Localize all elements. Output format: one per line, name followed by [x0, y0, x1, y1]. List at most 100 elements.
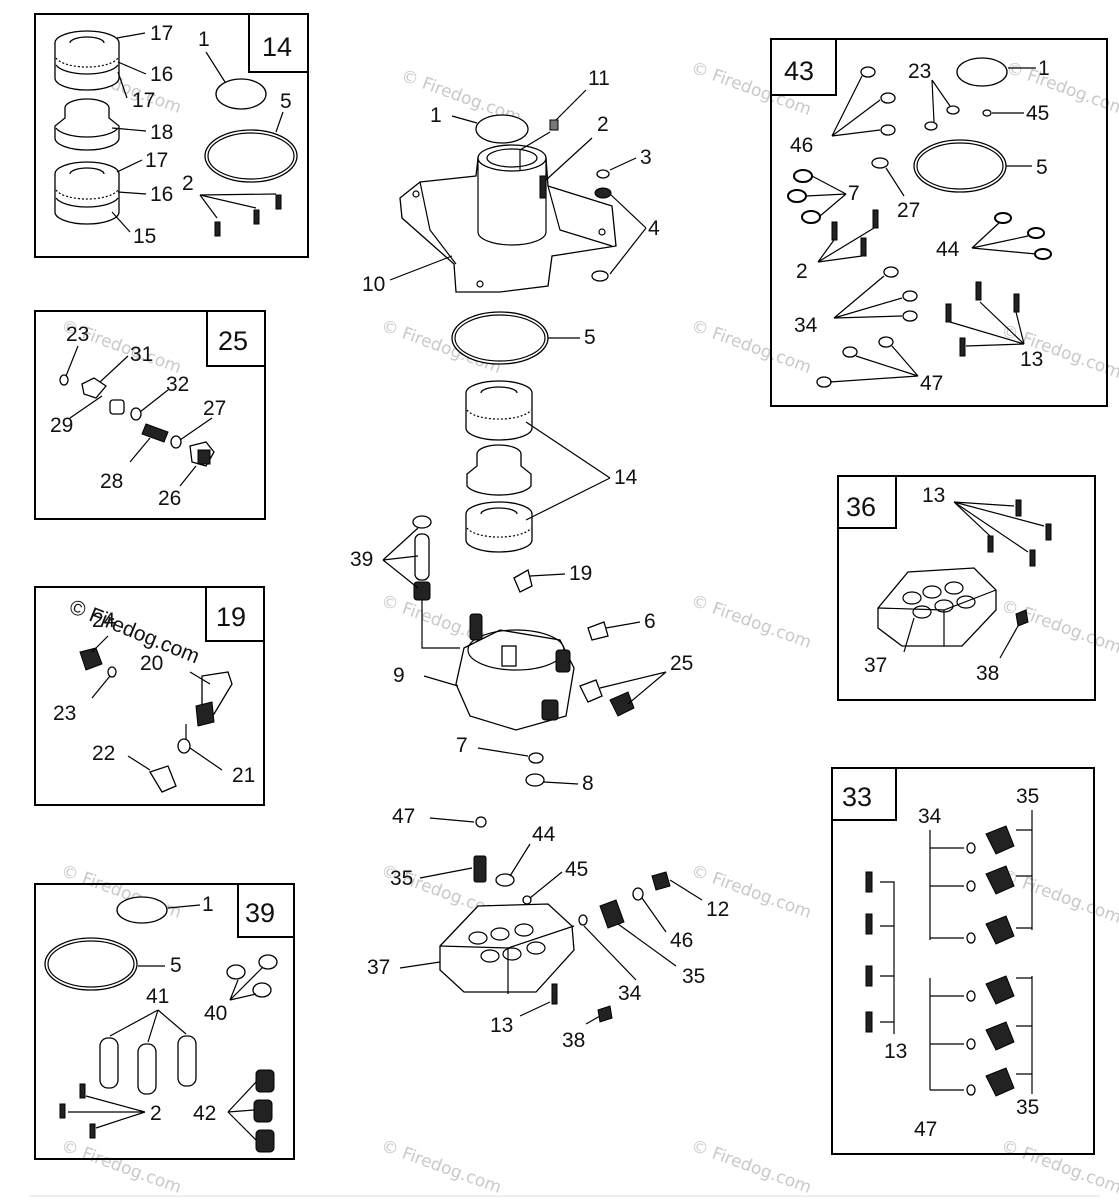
port [555, 649, 571, 673]
kit-number: 43 [784, 56, 814, 86]
valve-cartridge [985, 915, 1015, 945]
callout: 10 [362, 273, 385, 296]
screw [59, 1103, 66, 1119]
o-ring-large [913, 139, 1007, 193]
callout: 35 [1016, 1096, 1039, 1119]
callout: 23 [66, 323, 89, 346]
callout: 5 [170, 954, 182, 977]
callout: 23 [908, 60, 931, 83]
callout: 25 [670, 652, 693, 675]
kit-frame [770, 38, 1108, 407]
callout: 44 [532, 823, 556, 846]
screw [549, 119, 559, 131]
port [469, 613, 483, 641]
valve-spring [141, 423, 169, 443]
callout: 34 [794, 314, 818, 337]
bearing-race [54, 98, 120, 151]
callout: 17 [150, 22, 173, 45]
valve-cartridge [985, 825, 1015, 855]
screw [1029, 549, 1036, 567]
callout: 44 [936, 238, 960, 261]
retainer [258, 954, 278, 970]
callout: 2 [150, 1102, 162, 1125]
retainer [226, 964, 246, 980]
screw [865, 1011, 873, 1033]
box-19: 19 © Firedog.com 24 20 23 22 21 [34, 586, 265, 806]
kit-frame [34, 310, 266, 520]
watermark: © Firedog.com [688, 1136, 814, 1198]
callout: 2 [597, 113, 609, 136]
plug [1015, 609, 1029, 627]
screw [551, 983, 558, 1005]
o-ring [495, 873, 515, 887]
spring [413, 581, 431, 601]
valve-seat [81, 377, 107, 399]
valve-ring [130, 407, 142, 421]
screw [975, 281, 982, 301]
kit-frame [831, 767, 1095, 1155]
plug [149, 765, 177, 793]
screw [275, 194, 282, 210]
valve-cartridge [985, 865, 1015, 895]
screw [959, 337, 966, 357]
screw [987, 535, 994, 553]
callout: 35 [682, 965, 705, 988]
watermark: © Firedog.com [1003, 58, 1119, 120]
callout: 4 [648, 217, 660, 240]
callout: 47 [392, 805, 415, 828]
o-ring [578, 914, 588, 926]
seal [594, 187, 612, 199]
watermark: © Firedog.com [378, 1136, 504, 1198]
sensor [587, 621, 609, 641]
o-ring [528, 752, 544, 764]
callout: 39 [350, 548, 373, 571]
screw [945, 303, 952, 323]
callout: 1 [202, 893, 214, 916]
screw [1045, 523, 1052, 541]
o-ring-large [44, 937, 138, 991]
callout: 35 [390, 867, 413, 890]
callout: 17 [132, 89, 155, 112]
o-ring-small [116, 896, 168, 924]
o-ring-small [215, 78, 267, 110]
callout: 17 [145, 149, 168, 172]
callout: 29 [50, 414, 73, 437]
box-33: 33 34 35 13 35 47 [831, 767, 1095, 1155]
callout: 38 [562, 1029, 585, 1052]
callout: 21 [232, 764, 255, 787]
screw [253, 209, 260, 225]
kit-frame [837, 475, 1096, 701]
valve-head [877, 567, 997, 647]
callout: 34 [918, 805, 942, 828]
callout: 18 [150, 121, 173, 144]
box-25: 25 23 31 32 27 29 28 26 [34, 310, 266, 520]
box-36: 36 13 37 38 [837, 475, 1096, 701]
kit-frame [34, 883, 295, 1160]
callout: 35 [1016, 785, 1039, 808]
kit-number: 39 [245, 898, 275, 928]
callout: 47 [914, 1118, 937, 1141]
callout: 37 [864, 654, 887, 677]
watermark: © Firedog.com [998, 1136, 1119, 1198]
bearing-race [466, 444, 532, 496]
callout: 12 [706, 898, 729, 921]
callout: 46 [790, 134, 813, 157]
screw [1015, 499, 1022, 517]
callout: 8 [582, 772, 594, 795]
valve-cartridge [985, 1021, 1015, 1051]
screw [831, 221, 838, 241]
retainer [412, 515, 432, 529]
o-ring [632, 887, 644, 901]
box-14: 14 [34, 13, 309, 258]
kit-number: 33 [842, 782, 872, 812]
thrust-bearing [54, 30, 120, 91]
seal [591, 270, 609, 282]
callout: 16 [150, 183, 173, 206]
callout: 45 [1026, 102, 1049, 125]
plug [597, 1005, 613, 1023]
port [541, 699, 559, 721]
callout: 31 [130, 343, 153, 366]
screw [872, 209, 879, 229]
callout: 1 [1038, 57, 1050, 80]
